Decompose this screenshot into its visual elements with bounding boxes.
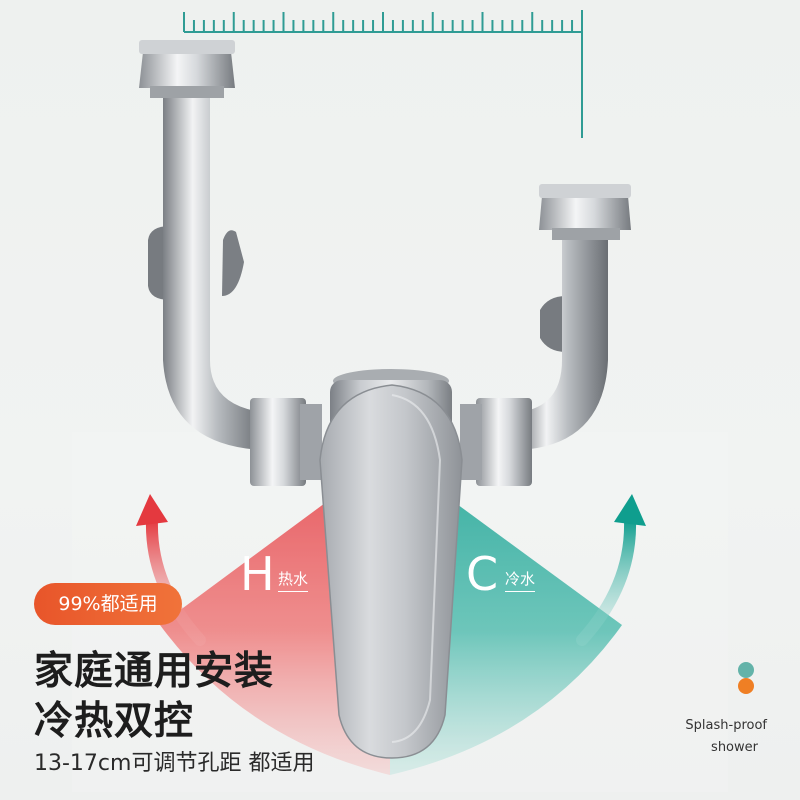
cold-arrow-icon xyxy=(576,494,646,646)
spacing-subline: 13-17cm可调节孔距 都适用 xyxy=(34,751,315,776)
headline-line-2: 冷热双控 xyxy=(34,699,195,744)
hot-letter: H xyxy=(240,547,275,601)
headline-line-1: 家庭通用安装 xyxy=(34,649,275,694)
right-connector-nut xyxy=(460,398,532,486)
cold-letter: C xyxy=(466,547,499,601)
left-inlet-pipe xyxy=(139,40,262,450)
caption-line-2: shower xyxy=(711,740,758,755)
caption-line-1: Splash-proof xyxy=(685,718,767,733)
lever-handle xyxy=(319,384,463,759)
right-inlet-pipe xyxy=(520,184,631,450)
hot-label: 热水 xyxy=(278,568,309,592)
cold-label: 冷水 xyxy=(505,568,536,592)
coverage-badge: 99%都适用 xyxy=(34,583,182,625)
left-connector-nut xyxy=(250,398,322,486)
hot-arrow-icon xyxy=(136,494,206,646)
ruler-scale xyxy=(183,10,583,138)
decor-dots xyxy=(738,662,754,694)
